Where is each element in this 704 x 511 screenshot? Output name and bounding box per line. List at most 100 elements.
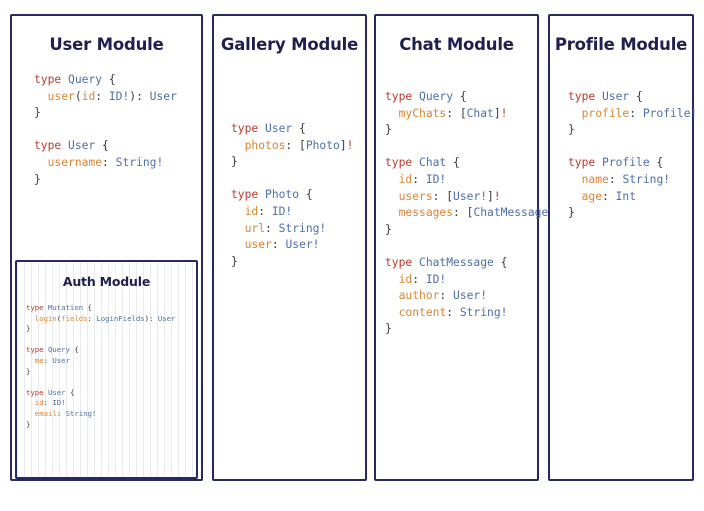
code-token-pun: {	[629, 90, 643, 103]
code-token-pun: {	[292, 122, 306, 135]
code-token-ty: Query	[419, 90, 454, 103]
code-token-kw: type	[385, 255, 420, 269]
code-token-fld: me	[34, 355, 44, 365]
module-card-gallery[interactable]: Gallery Module type User { photos: [Phot…	[212, 14, 367, 481]
code-token-fld: username	[47, 155, 103, 169]
code-token-pun	[26, 314, 35, 323]
code-line: type Query {	[34, 72, 201, 89]
code-token-pun: {	[649, 156, 664, 170]
code-token-ty: Mutation	[47, 303, 84, 312]
code-line: type Chat {	[385, 155, 537, 172]
code-token-pun	[231, 139, 245, 152]
code-block: type Mutation { login(fields: LoginField…	[26, 303, 196, 335]
code-token-pun	[231, 238, 245, 251]
code-token-pun: ]	[487, 189, 494, 203]
code-token-pun	[26, 409, 35, 418]
code-token-fld: login	[34, 313, 57, 323]
code-line: type User {	[34, 138, 201, 155]
code-token-pun: (	[74, 89, 82, 103]
code-line: id: ID!	[26, 398, 196, 409]
code-token-fld: email	[34, 408, 57, 418]
code-token-fld: id	[398, 272, 413, 286]
code-line: login(fields: LoginFields): User	[26, 314, 196, 325]
code-token-ty: User	[602, 90, 630, 103]
code-line: type Query {	[26, 345, 196, 356]
code-token-pun: :	[446, 305, 460, 319]
code-token-pun: {	[102, 73, 116, 86]
code-token-ty: Int	[615, 189, 637, 203]
code-token-pun: ):	[144, 313, 158, 323]
code-token-ty: Query	[47, 345, 70, 355]
code-token-ty: String!	[65, 408, 97, 418]
code-token-ty: User	[68, 139, 96, 153]
code-token-ty: Query	[68, 73, 103, 86]
code-token-pun: :	[43, 355, 53, 365]
code-line: username: String!	[34, 155, 201, 172]
code-token-pun	[385, 173, 399, 186]
code-token-fld: url	[244, 221, 266, 235]
code-token-fld: myChats	[398, 106, 447, 120]
code-token-kw: type	[26, 387, 48, 397]
code-token-ty: String!	[278, 221, 327, 235]
code-token-pun	[385, 306, 399, 319]
code-token-kw: !	[346, 138, 354, 152]
code-token-pun: :	[412, 272, 426, 286]
code-line: id: ID!	[231, 204, 365, 221]
code-token-pun: :	[629, 106, 643, 120]
code-token-ty: Photo	[305, 138, 340, 152]
code-token-kw: type	[231, 122, 266, 135]
code-token-pun: :	[56, 408, 66, 418]
module-card-auth[interactable]: Auth Module type Mutation { login(fields…	[15, 260, 198, 479]
code-token-ty: ChatMessage	[473, 206, 549, 220]
code-token-fld: name	[581, 172, 609, 186]
code-token-pun: }	[26, 419, 31, 429]
code-token-pun	[34, 156, 48, 169]
code-token-kw: type	[568, 90, 603, 103]
code-token-pun	[568, 173, 582, 186]
code-line: type Query {	[385, 89, 537, 106]
code-token-kw: type	[385, 90, 420, 103]
code-token-pun: }	[385, 123, 392, 137]
module-code-chat: type Query { myChats: [Chat]!}type Chat …	[385, 89, 562, 338]
code-token-pun: :	[602, 189, 616, 203]
code-token-pun	[231, 205, 245, 218]
code-line: }	[26, 367, 196, 378]
code-token-pun: }	[385, 322, 392, 336]
code-token-ty: ID!	[271, 204, 293, 218]
code-token-fld: user	[244, 238, 272, 252]
code-token-pun: }	[34, 172, 41, 186]
code-token-pun: {	[69, 345, 79, 355]
code-line: photos: [Photo]!	[231, 138, 365, 155]
code-token-pun: (	[56, 313, 62, 323]
code-token-fld: content	[398, 305, 447, 319]
module-code-gallery: type User { photos: [Photo]!}type Photo …	[231, 121, 365, 270]
code-token-ty: String!	[459, 305, 508, 319]
code-token-pun: :	[439, 289, 454, 303]
code-token-pun: {	[446, 156, 460, 170]
code-token-pun: :	[271, 238, 286, 252]
code-token-fld: user	[47, 89, 75, 103]
code-token-pun: {	[95, 139, 109, 153]
code-token-pun: }	[231, 155, 238, 169]
code-token-kw: type	[34, 139, 69, 153]
code-token-pun	[34, 90, 48, 103]
code-line: type User {	[231, 121, 365, 138]
code-token-ty: ChatMessage	[419, 255, 494, 269]
module-card-profile[interactable]: Profile Module type User { profile: Prof…	[548, 14, 697, 481]
code-line: }	[34, 172, 201, 189]
code-token-ty: ID!	[52, 398, 66, 408]
module-card-chat[interactable]: Chat Module type Query { myChats: [Chat]…	[374, 14, 562, 481]
code-token-pun	[26, 398, 35, 407]
code-line: age: Int	[568, 189, 692, 206]
code-line: }	[568, 122, 692, 139]
code-token-pun: : [	[446, 106, 467, 120]
code-line: id: ID!	[385, 172, 537, 189]
code-token-ty: String!	[622, 172, 671, 186]
module-card-user[interactable]: User Module type Query { user(id: ID!): …	[10, 14, 203, 481]
code-token-ty: User	[52, 355, 70, 365]
module-title-gallery: Gallery Module	[220, 35, 359, 54]
code-token-ty: Chat	[466, 106, 494, 120]
code-token-fld: author	[398, 289, 440, 303]
code-line: }	[385, 321, 537, 338]
code-line: type Mutation {	[26, 303, 196, 314]
